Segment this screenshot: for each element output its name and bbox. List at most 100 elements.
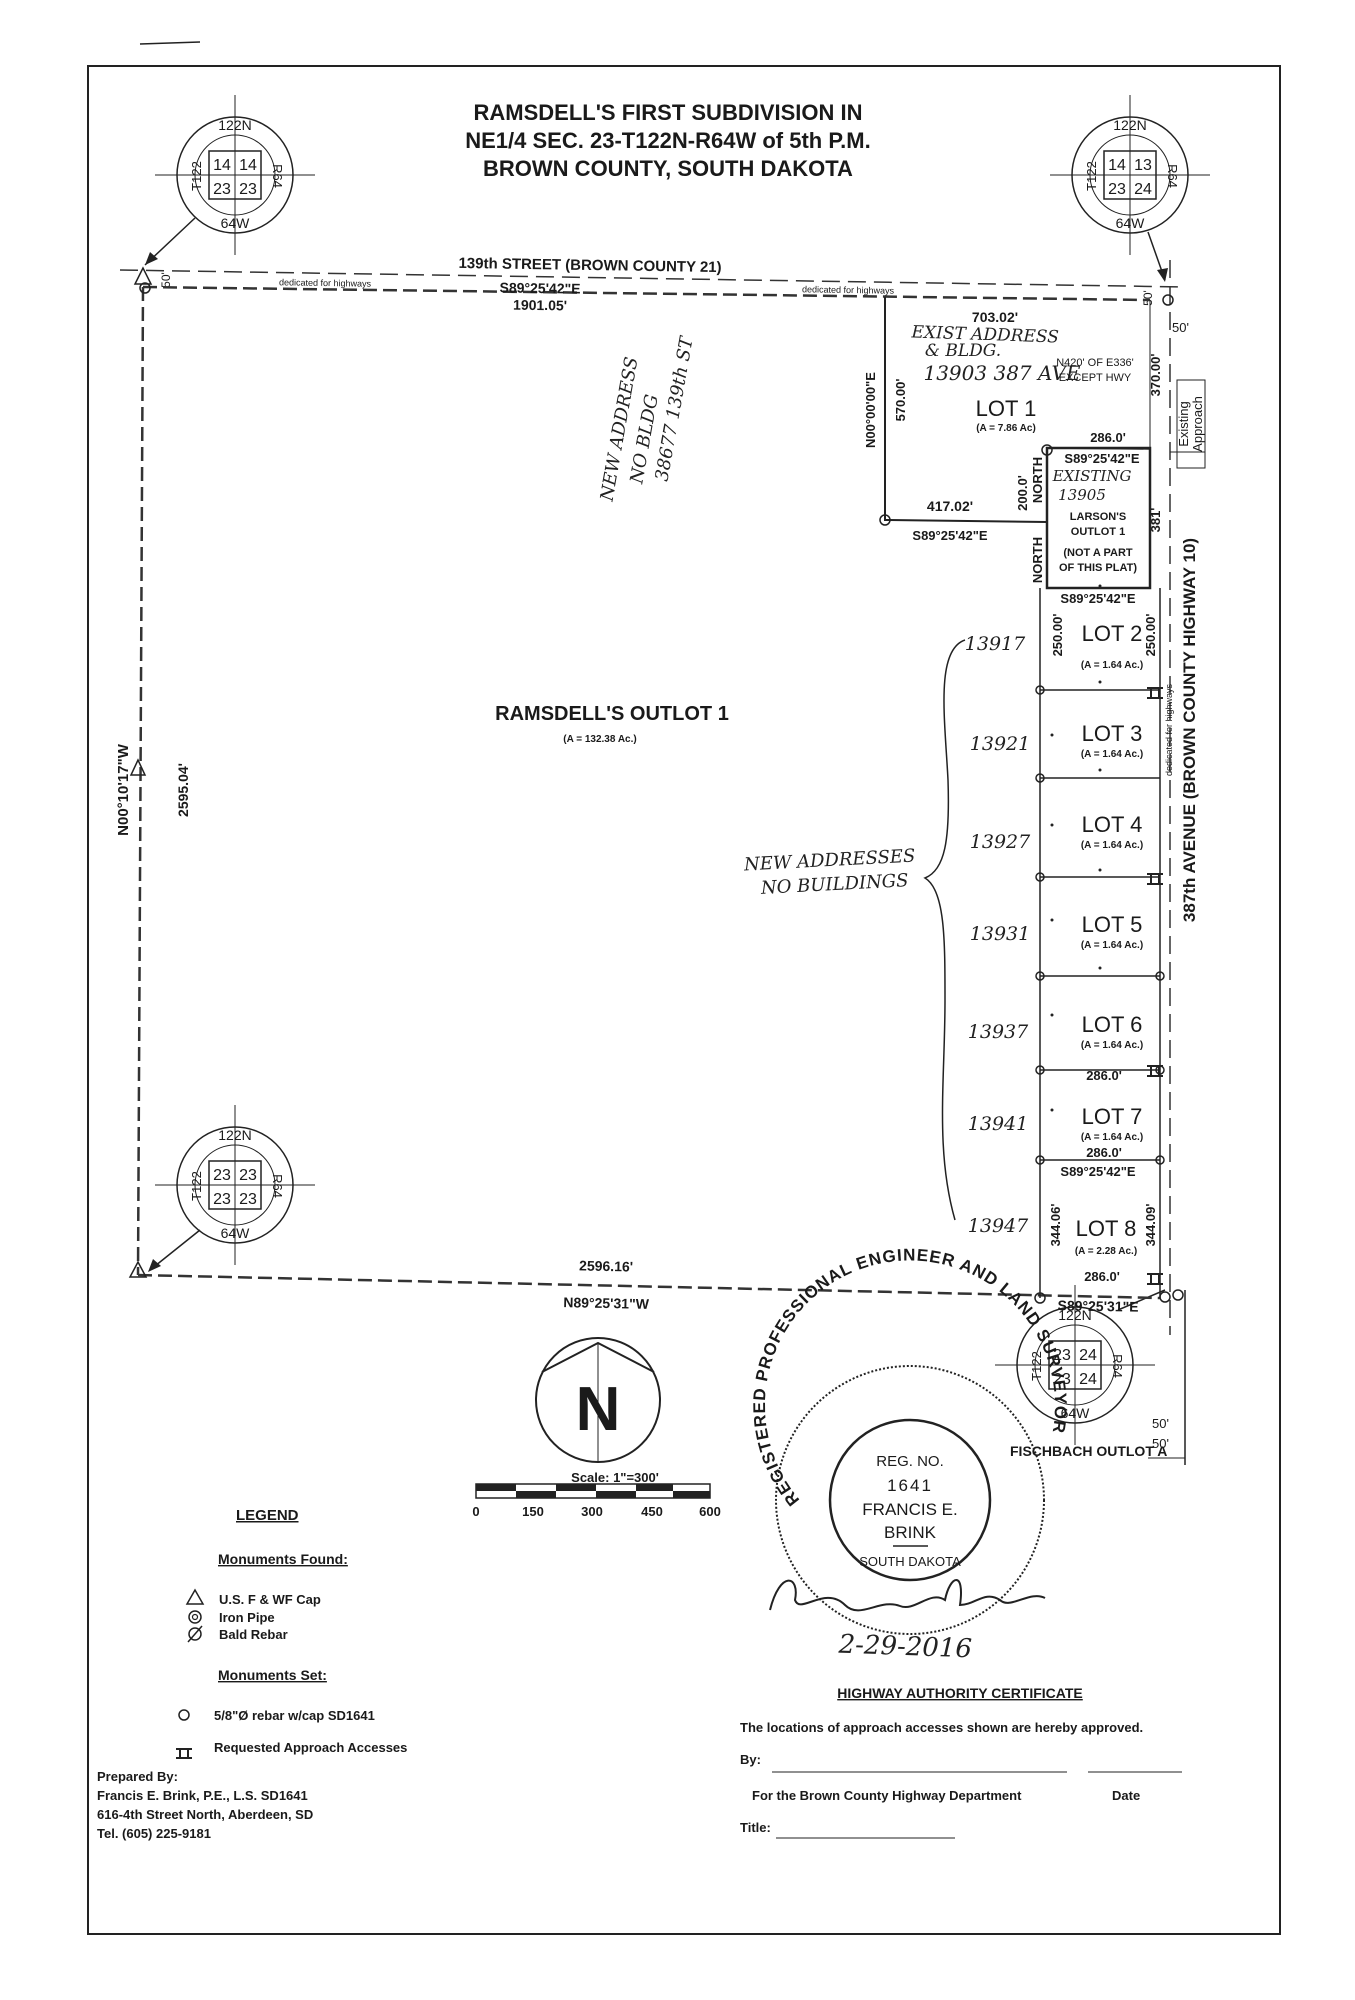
scale-tick-150: 150 <box>522 1504 544 1519</box>
title-line-1: RAMSDELL'S FIRST SUBDIVISION IN <box>473 100 862 125</box>
scale-tick-600: 600 <box>699 1504 721 1519</box>
road-north-centerline <box>119 269 1186 288</box>
lot8-west-distance: 344.06' <box>1048 1204 1063 1247</box>
lot1-top-distance: 703.02' <box>972 309 1018 325</box>
scale-tick-0: 0 <box>472 1504 479 1519</box>
svg-text:R64: R64 <box>1110 1354 1125 1378</box>
svg-text:14: 14 <box>213 157 231 174</box>
larson-line-4: OF THIS PLAT) <box>1059 562 1137 574</box>
svg-text:24: 24 <box>1079 1371 1097 1388</box>
small-lots <box>1035 584 1165 1298</box>
hand-new-addresses-2: NO BUILDINGS <box>759 870 909 899</box>
lot1-bottom-distance: 417.02' <box>927 498 973 514</box>
lot6-label: LOT 6 <box>1082 1012 1143 1037</box>
lot1-west-bearing: N00°00'00"E <box>863 372 878 448</box>
lot6-bottom-distance: 286.0' <box>1086 1068 1122 1083</box>
prepared-line-3: Tel. (605) 225-9181 <box>97 1826 211 1841</box>
signature-image <box>769 1579 1046 1612</box>
svg-text:T122: T122 <box>1084 161 1099 191</box>
bald-rebar-icon <box>188 1627 202 1641</box>
lot1-east-distance: 370.00' <box>1148 354 1163 397</box>
section-corner-se: 23 24 23 24 122N 64W T122 R64 <box>995 1285 1155 1445</box>
svg-text:64W: 64W <box>1061 1405 1091 1421</box>
svg-text:13: 13 <box>1134 157 1152 174</box>
svg-text:23: 23 <box>239 181 257 198</box>
lot1-bottom-bearing: S89°25'42"E <box>912 528 988 543</box>
lot2-label: LOT 2 <box>1082 621 1143 646</box>
existing-approach-line-1: Existing <box>1176 401 1191 447</box>
road-north-dedicated-left: dedicated for highways <box>279 277 372 288</box>
leader-arrow-sw <box>149 1229 201 1271</box>
highway-cert-by: By: <box>740 1752 761 1767</box>
north-arrow-letter: N <box>576 1375 621 1444</box>
monument-set-lot1 <box>879 514 891 526</box>
monument-set-se-road <box>1172 1289 1184 1301</box>
larson-top-distance: 286.0' <box>1090 430 1126 445</box>
lot2-area: (A = 1.64 Ac.) <box>1081 660 1143 671</box>
svg-text:23: 23 <box>213 181 231 198</box>
lot1-area: (A = 7.86 Ac) <box>976 423 1036 434</box>
road-east-dedicated: dedicated for highways <box>1164 683 1174 776</box>
larson-outlot-boundary <box>1045 446 1152 590</box>
monument-found-larson <box>1041 444 1053 456</box>
monument-set-se <box>1159 1291 1171 1303</box>
svg-text:T122: T122 <box>189 161 204 191</box>
lot1-label: LOT 1 <box>976 396 1037 421</box>
larson-east-distance: 381' <box>1148 508 1163 533</box>
iron-pipe-icon <box>188 1610 202 1624</box>
larson-north-label-1: NORTH <box>1030 457 1045 503</box>
seal-state: SOUTH DAKOTA <box>859 1554 961 1569</box>
svg-text:T122: T122 <box>189 1171 204 1201</box>
lot1-boundary <box>884 297 1048 523</box>
arrowhead-nw <box>145 252 158 265</box>
svg-text:23: 23 <box>213 1167 231 1184</box>
lot4-area: (A = 1.64 Ac.) <box>1081 840 1143 851</box>
lot1-hand-bldg: & BLDG. <box>925 341 1001 361</box>
stray-mark <box>139 41 201 45</box>
section-corner-ne: 14 13 23 24 122N 64W T122 R64 <box>1050 95 1210 255</box>
lot2-west-distance: 250.00' <box>1050 614 1065 657</box>
road-north-width-left: 50' <box>159 272 173 288</box>
seal-name-2: BRINK <box>884 1523 937 1542</box>
road-east-name: 387th AVENUE (BROWN COUNTY HIGHWAY 10) <box>1180 538 1199 922</box>
svg-text:14: 14 <box>239 157 257 174</box>
lot3-label: LOT 3 <box>1082 721 1143 746</box>
road-east-width-top: 50' <box>1172 320 1189 335</box>
larson-north-distance: 200.0' <box>1015 475 1030 511</box>
triangle-icon <box>185 1588 205 1605</box>
north-arrow-icon <box>535 1337 661 1463</box>
lot6-area: (A = 1.64 Ac.) <box>1081 1040 1143 1051</box>
larson-hand-address: 13905 <box>1058 486 1106 504</box>
monument-set-nw <box>139 282 151 294</box>
larson-bottom-bearing: S89°25'42"E <box>1060 591 1136 606</box>
larson-top-bearing: S89°25'42"E <box>1064 451 1140 466</box>
highway-cert-statement: The locations of approach accesses shown… <box>740 1720 1143 1735</box>
larson-hand-existing: EXISTING <box>1052 467 1132 485</box>
section-corner-nw: 14 14 23 23 122N 64W T122 R64 <box>155 95 315 255</box>
svg-text:122N: 122N <box>1058 1307 1091 1323</box>
legend-approach: Requested Approach Accesses <box>214 1740 407 1755</box>
scale-tick-300: 300 <box>581 1504 603 1519</box>
north-distance: 1901.05' <box>513 297 567 314</box>
highway-cert-title-label: Title: <box>740 1820 771 1835</box>
lot7-area: (A = 1.64 Ac.) <box>1081 1132 1143 1143</box>
svg-text:23: 23 <box>1053 1347 1071 1364</box>
lot2-east-distance: 250.00' <box>1143 614 1158 657</box>
prepared-heading: Prepared By: <box>97 1769 178 1784</box>
lot8-area: (A = 2.28 Ac.) <box>1075 1246 1137 1257</box>
west-bearing: N00°10'17"W <box>115 743 132 836</box>
signature-date: 2-29-2016 <box>837 1630 972 1665</box>
fischbach-width: 50' <box>1152 1436 1169 1451</box>
svg-text:24: 24 <box>1134 181 1152 198</box>
lot1-note-1: N420' OF E336' <box>1056 357 1134 369</box>
scale-bar <box>475 1483 711 1499</box>
lot1-hand-address: 13903 387 AVE <box>923 361 1080 385</box>
svg-text:14: 14 <box>1108 157 1126 174</box>
boundary-west <box>136 286 145 1276</box>
arrowhead-ne <box>1157 268 1168 282</box>
highway-cert-date: Date <box>1112 1788 1140 1803</box>
boundary-south <box>137 1273 1161 1300</box>
lot8-label: LOT 8 <box>1076 1216 1137 1241</box>
svg-text:64W: 64W <box>1116 215 1146 231</box>
